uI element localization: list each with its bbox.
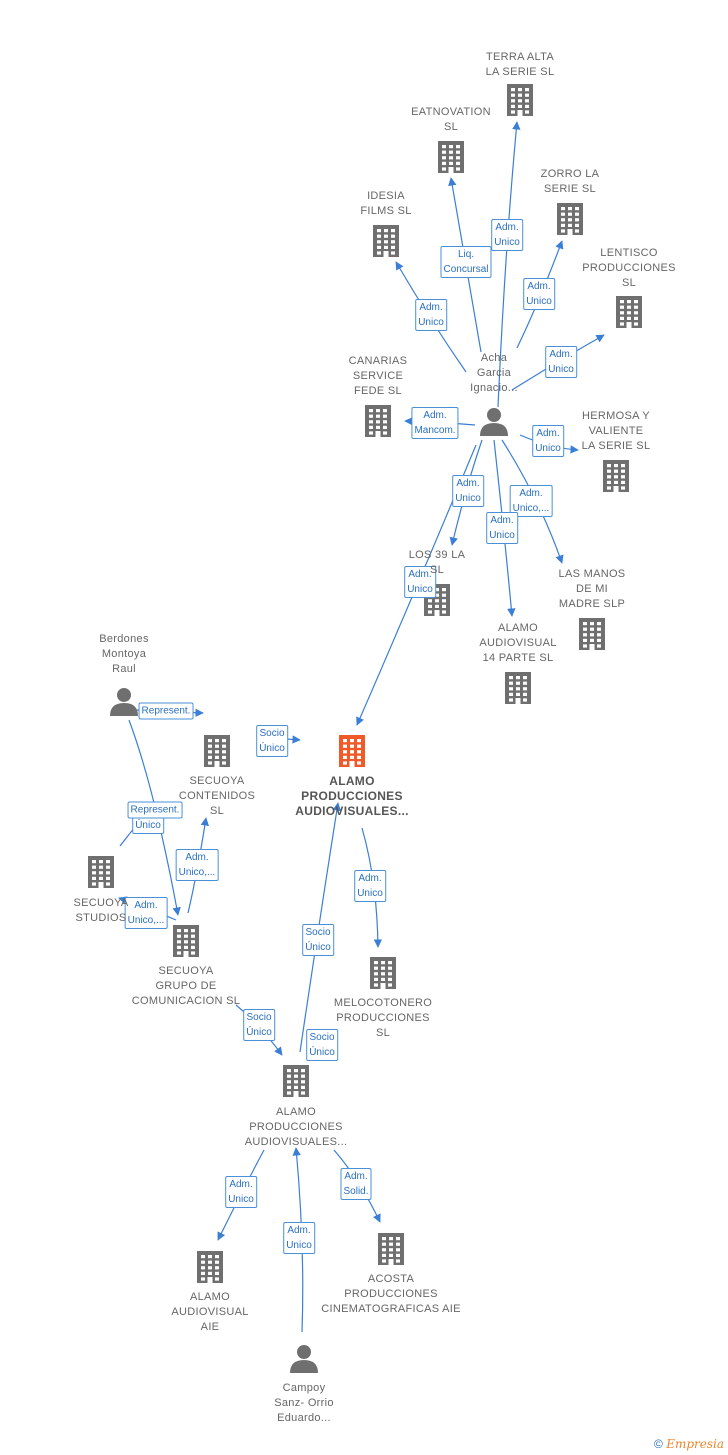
building-icon[interactable] [173,925,199,957]
node-label-acha[interactable]: Acha Garcia Ignacio... [470,352,518,394]
node-label-zorro[interactable]: ZORRO LA SERIE SL [540,168,600,195]
person-icon[interactable] [110,688,138,716]
edge-label[interactable]: Adm. Unico,... [509,485,553,517]
node-label-acosta[interactable]: ACOSTA PRODUCCIONES CINEMATOGRAFICAS AIE [321,1273,461,1315]
building-icon[interactable] [579,618,605,650]
node-label-alamo14[interactable]: ALAMO AUDIOVISUAL 14 PARTE SL [479,622,557,664]
edge-label[interactable]: Adm. Unico [225,1176,257,1208]
edge-label[interactable]: Socio Único [256,725,288,757]
edge-label[interactable]: Adm. Unico [486,512,518,544]
edge-label[interactable]: Adm. Unico [404,566,436,598]
edge-label[interactable]: Adm. Unico [415,299,447,331]
copyright-symbol: © [654,1437,663,1451]
brand-name: Empresia [666,1437,724,1451]
edge-label[interactable]: Socio Único [306,1029,338,1061]
building-icon[interactable] [365,405,391,437]
edge-label[interactable]: Adm. Solid. [340,1168,372,1200]
node-label-alamo_main[interactable]: ALAMO PRODUCCIONES AUDIOVISUALES... [295,774,409,818]
person-icon[interactable] [290,1345,318,1373]
edge-label[interactable]: Adm. Unico [491,219,523,251]
node-label-campoy[interactable]: Campoy Sanz- Orrio Eduardo... [274,1382,334,1424]
node-label-alamo_aie[interactable]: ALAMO AUDIOVISUAL AIE [171,1291,249,1333]
node-label-terra[interactable]: TERRA ALTA LA SERIE SL [485,51,555,78]
edge-label[interactable]: Represent. [127,801,183,819]
person-icon[interactable] [480,408,508,436]
building-icon[interactable] [283,1065,309,1097]
edge-label[interactable]: Adm. Unico [545,346,577,378]
edge-label[interactable]: Adm. Unico [452,475,484,507]
edge-label[interactable]: Adm. Unico [532,425,564,457]
edge-label[interactable]: Adm. Unico,... [175,849,219,881]
node-label-eatnovation[interactable]: EATNOVATION SL [411,106,491,133]
building-icon[interactable] [204,735,230,767]
node-label-canarias[interactable]: CANARIAS SERVICE FEDE SL [348,355,408,397]
edge-label[interactable]: Liq. Concursal [440,246,492,278]
node-label-secuoya_studios[interactable]: SECUOYA STUDIOS [73,897,129,924]
node-label-secuoya_cont[interactable]: SECUOYA CONTENIDOS SL [178,775,256,817]
building-icon[interactable] [557,203,583,235]
edge-label[interactable]: Adm. Unico [354,870,386,902]
edge-label[interactable]: Socio Único [243,1009,275,1041]
edge-label[interactable]: Adm. Unico [523,278,555,310]
node-label-idesia[interactable]: IDESIA FILMS SL [360,190,412,217]
building-icon[interactable] [373,225,399,257]
edge-label[interactable]: Socio Único [302,924,334,956]
building-icon[interactable] [505,672,531,704]
building-icon[interactable] [438,141,464,173]
building-icon[interactable] [370,957,396,989]
node-label-lentisco[interactable]: LENTISCO PRODUCCIONES SL [582,247,676,289]
edge-label[interactable]: Adm. Unico,... [124,897,168,929]
edge-label[interactable]: Represent. [138,702,194,720]
building-icon[interactable] [507,84,533,116]
building-icon[interactable] [378,1233,404,1265]
building-icon[interactable] [88,856,114,888]
edge-acha-to-terra [497,121,521,408]
node-label-berdones[interactable]: Berdones Montoya Raul [99,633,149,675]
building-icon[interactable] [616,296,642,328]
node-label-hermosa[interactable]: HERMOSA Y VALIENTE LA SERIE SL [581,410,651,452]
node-label-melocotonero[interactable]: MELOCOTONERO PRODUCCIONES SL [333,997,433,1039]
building-icon[interactable] [603,460,629,492]
node-label-los39[interactable]: LOS 39 LA SL [408,549,466,576]
node-label-alamo_prod2[interactable]: ALAMO PRODUCCIONES AUDIOVISUALES... [244,1106,348,1148]
node-label-manos[interactable]: LAS MANOS DE MI MADRE SLP [558,568,626,610]
footer-brand[interactable]: © Empresia [654,1437,724,1451]
edge-label[interactable]: Adm. Mancom. [411,407,459,439]
node-label-secuoya_grupo[interactable]: SECUOYA GRUPO DE COMUNICACION SL [131,965,241,1007]
edge-label[interactable]: Adm. Unico [283,1222,315,1254]
building-icon[interactable] [339,735,365,767]
building-icon[interactable] [197,1251,223,1283]
